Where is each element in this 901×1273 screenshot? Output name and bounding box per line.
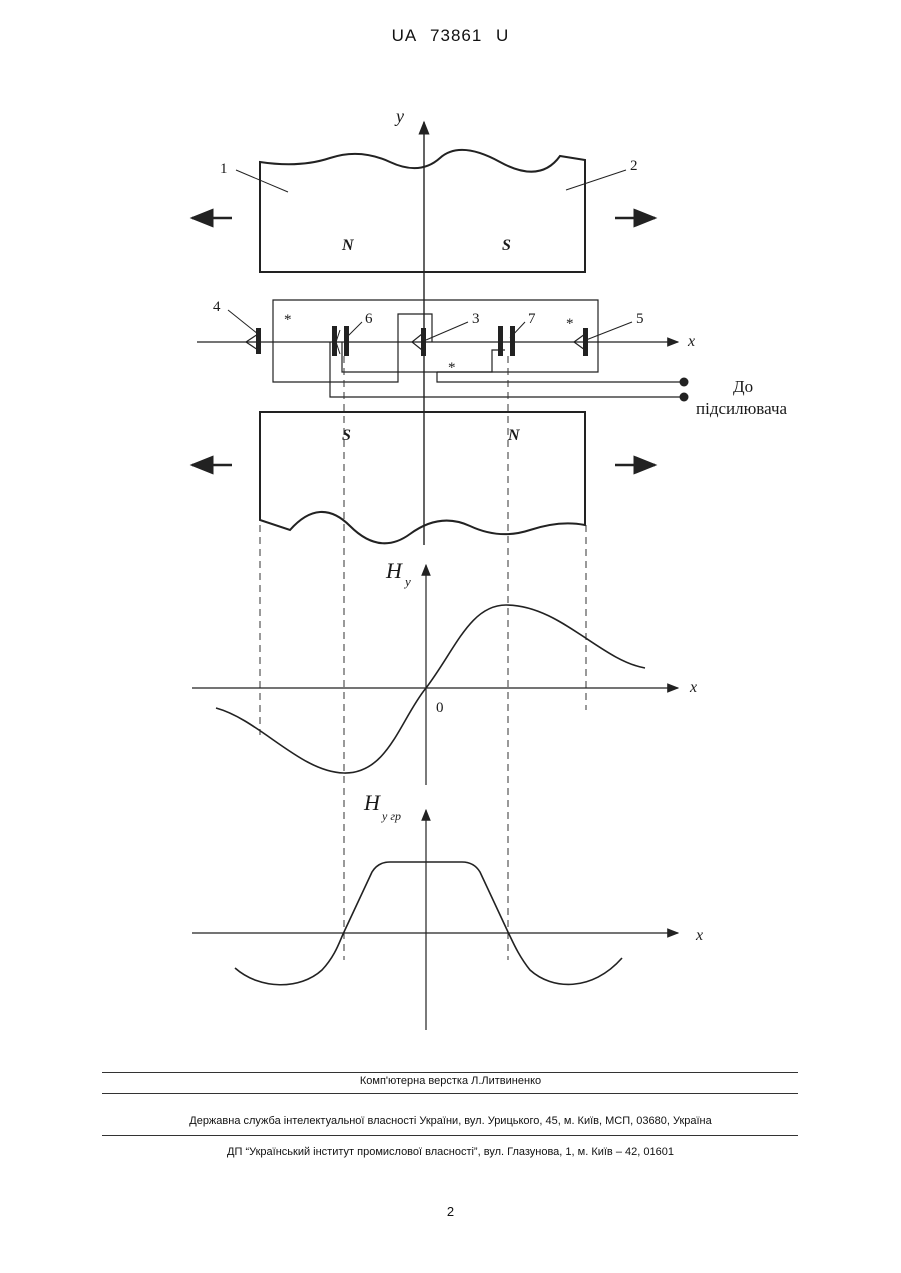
- sensor-4: [246, 328, 261, 354]
- y-axis-label: y: [394, 106, 404, 126]
- sensor-6: [332, 326, 349, 356]
- leader-part-4: [228, 310, 258, 334]
- output-label-line2: підсилювача: [696, 399, 788, 418]
- pole-label-bottom-right: N: [507, 427, 521, 444]
- label-part-3: 3: [472, 311, 480, 327]
- label-part-5: 5: [636, 311, 644, 327]
- x-axis-label-sensors: x: [687, 333, 695, 350]
- output-label-line1: До: [733, 377, 753, 396]
- graph1-xlabel: x: [689, 679, 697, 696]
- graph2-ylabel-sub: y гр: [381, 809, 401, 823]
- footer-rule-2: [102, 1093, 798, 1094]
- page-number: 2: [0, 1204, 901, 1219]
- polarity-mark-1: *: [284, 312, 292, 328]
- leader-part-1: [236, 170, 288, 192]
- top-magnet: [260, 150, 585, 272]
- bottom-magnet: [260, 412, 585, 543]
- patent-figure: y N S 1 2 x До підсилювача: [0, 0, 901, 1060]
- graph2-ylabel: H: [363, 790, 381, 815]
- graph2-curve: [235, 862, 622, 985]
- label-part-1: 1: [220, 161, 228, 177]
- pole-label-top-right: S: [502, 237, 511, 254]
- leader-part-5: [586, 322, 632, 340]
- graph1-ylabel: H: [385, 558, 403, 583]
- label-part-6: 6: [365, 311, 373, 327]
- footer-office-address: Державна служба інтелектуальної власност…: [0, 1115, 901, 1127]
- footer-institute-address: ДП “Український інститут промислової вла…: [0, 1146, 901, 1158]
- pole-label-top-left: N: [341, 237, 355, 254]
- label-part-4: 4: [213, 299, 221, 315]
- label-part-7: 7: [528, 311, 536, 327]
- footer-rule-1: [102, 1072, 798, 1073]
- footer-layout-credit: Комп'ютерна верстка Л.Литвиненко: [0, 1075, 901, 1087]
- pole-label-bottom-left: S: [342, 427, 351, 444]
- graph2-xlabel: x: [695, 927, 703, 944]
- graph1-ylabel-sub: y: [403, 574, 411, 589]
- leader-part-2: [566, 170, 626, 190]
- label-part-2: 2: [630, 158, 638, 174]
- projection-lines: [260, 356, 586, 960]
- polarity-mark-3: *: [566, 316, 574, 332]
- footer-rule-3: [102, 1135, 798, 1136]
- output-terminal-1: [680, 378, 689, 387]
- graph1-curve: [216, 605, 645, 773]
- graph1-origin: 0: [436, 700, 444, 716]
- output-terminal-2: [680, 393, 689, 402]
- sensor-7: [498, 326, 515, 356]
- polarity-mark-2: *: [448, 360, 456, 376]
